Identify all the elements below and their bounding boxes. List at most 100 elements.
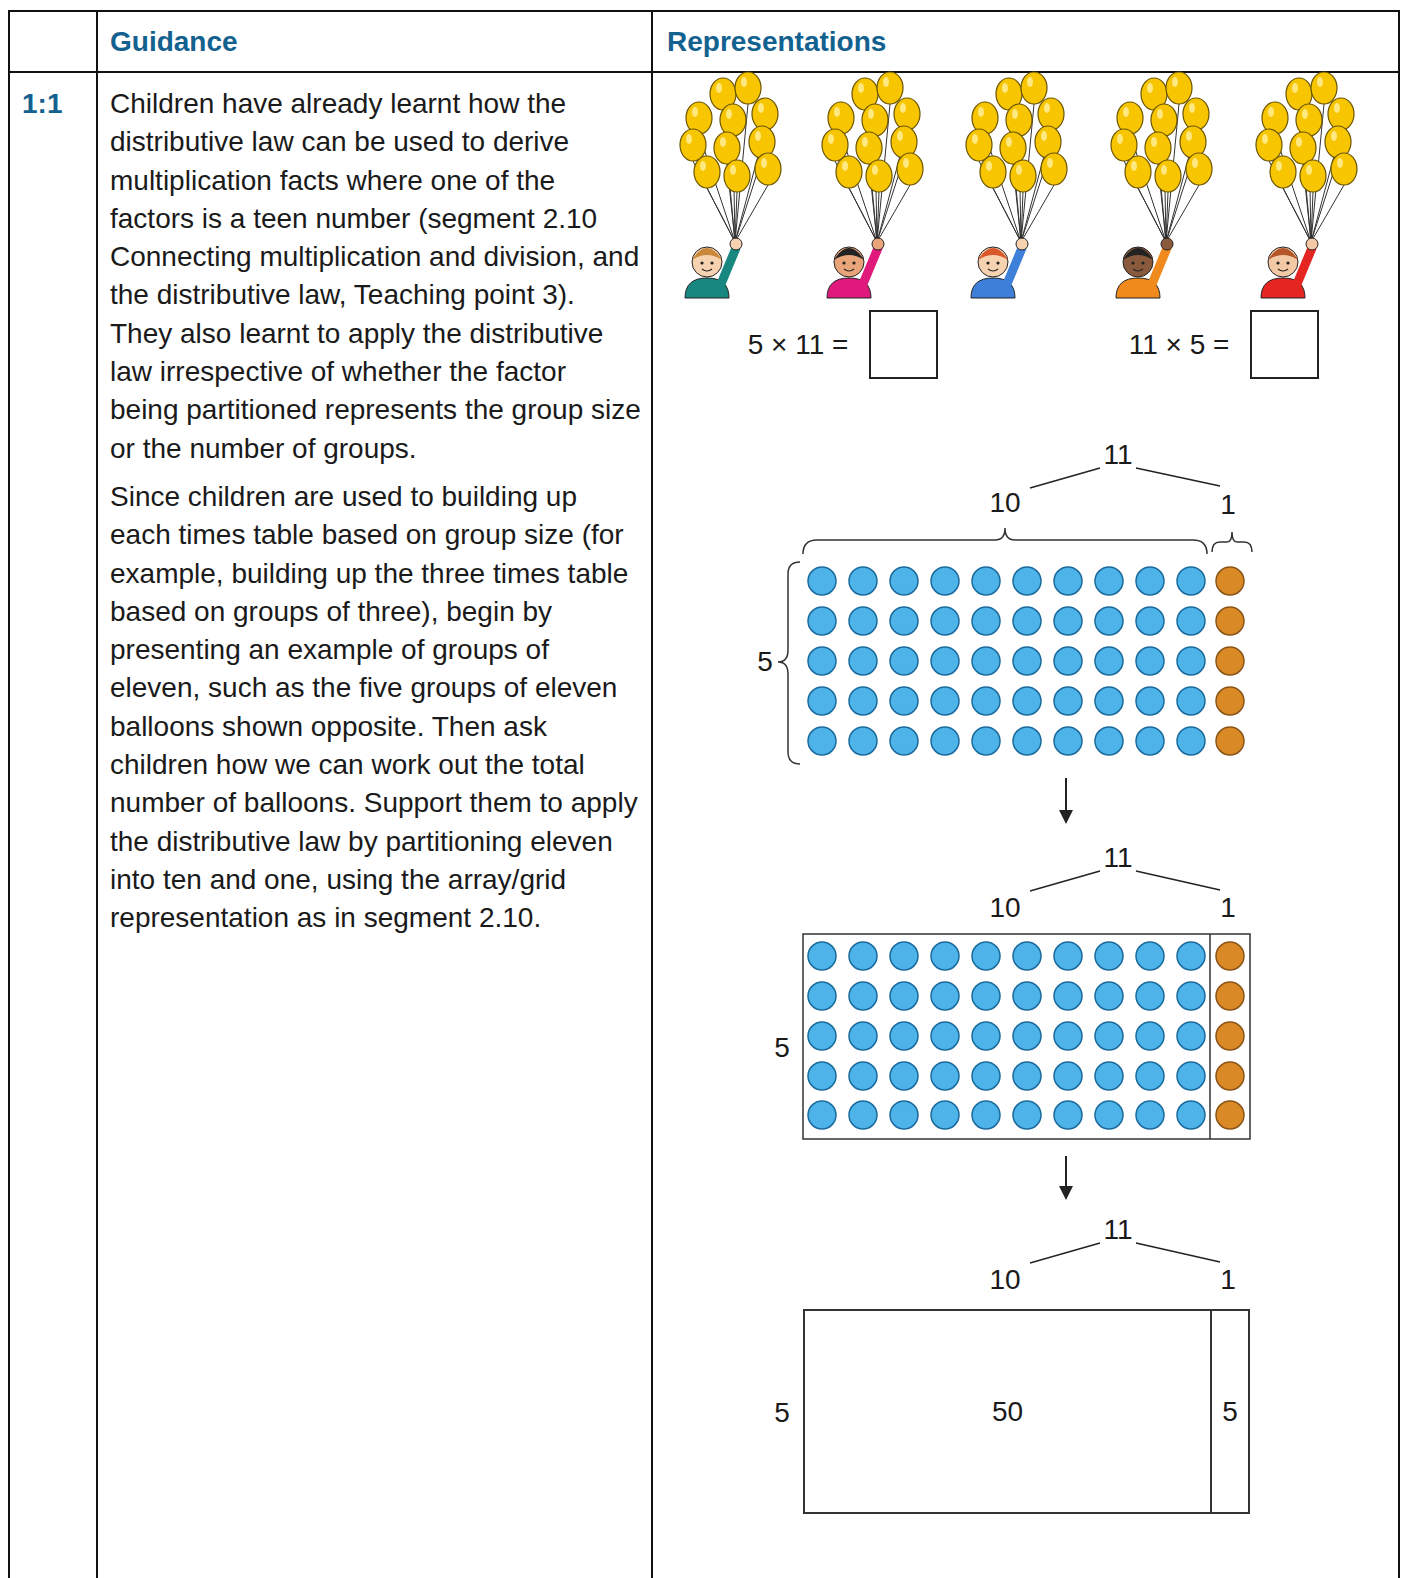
blue-counter <box>1054 1101 1082 1129</box>
top-brace <box>803 528 1207 554</box>
grid-outline <box>803 934 1250 1139</box>
blue-counter <box>890 647 918 675</box>
blue-counter <box>1054 567 1082 595</box>
balloon-shine <box>978 107 984 117</box>
blue-counter <box>849 1022 877 1050</box>
part-number: 10 <box>989 1264 1020 1296</box>
balloon-shine <box>828 134 834 144</box>
child-eye <box>1141 261 1144 264</box>
balloon-shine <box>972 134 978 144</box>
grid-frame <box>803 934 1250 1139</box>
blue-counter <box>849 607 877 635</box>
blue-counter <box>1136 727 1164 755</box>
balloon-string <box>707 188 735 242</box>
balloon <box>966 129 992 161</box>
child-eye <box>710 261 713 264</box>
balloon-shine <box>730 165 736 175</box>
balloon <box>862 104 888 136</box>
table-grid <box>8 10 1400 1578</box>
balloon-shine <box>903 158 909 168</box>
blue-counter <box>931 727 959 755</box>
blue-counter <box>849 567 877 595</box>
balloon <box>1041 153 1067 185</box>
balloon-shine <box>842 161 848 171</box>
orange-counter <box>1216 1101 1244 1129</box>
balloon <box>894 98 920 130</box>
orange-counter <box>1216 567 1244 595</box>
blue-counter <box>1054 727 1082 755</box>
area-part-box: 50 <box>803 1309 1212 1514</box>
blue-counter <box>849 647 877 675</box>
balloon-string <box>1283 188 1311 242</box>
blue-counter <box>972 687 1000 715</box>
balloon-shine <box>868 109 874 119</box>
table-line <box>1398 10 1400 1578</box>
blue-counter <box>1095 567 1123 595</box>
child-hand <box>1306 238 1318 250</box>
child-head <box>978 247 1008 277</box>
child-with-balloons <box>966 72 1067 298</box>
balloon-shine <box>1172 77 1178 87</box>
part-number: 1 <box>1220 892 1236 924</box>
child-hand <box>730 238 742 250</box>
blue-counter <box>1177 687 1205 715</box>
balloon-shine <box>761 158 767 168</box>
part-whole-line <box>1136 1243 1220 1262</box>
balloon-string <box>993 188 1021 242</box>
blue-counter <box>1095 942 1123 970</box>
blue-counter <box>1136 647 1164 675</box>
balloon-shine <box>1027 77 1033 87</box>
balloon <box>1006 104 1032 136</box>
balloon <box>1183 98 1209 130</box>
balloon-shine <box>1192 158 1198 168</box>
balloon-shine <box>716 83 722 93</box>
balloon <box>856 132 882 164</box>
child-arm <box>721 248 736 284</box>
part-whole-line <box>1030 1243 1100 1263</box>
part-number: 10 <box>989 892 1020 924</box>
balloon <box>980 156 1006 188</box>
balloon-illustration <box>680 72 1357 298</box>
orange-counter <box>1216 942 1244 970</box>
blue-counter <box>849 727 877 755</box>
balloon <box>1145 132 1171 164</box>
guidance-text: Children have already learnt how the dis… <box>110 85 642 938</box>
blue-counter <box>931 982 959 1010</box>
guidance-paragraph: Children have already learnt how the dis… <box>110 85 642 468</box>
balloon-shine <box>1161 165 1167 175</box>
blue-counter <box>808 1022 836 1050</box>
child-arm <box>863 248 878 284</box>
area-value: 50 <box>992 1396 1023 1428</box>
balloon-shine <box>1006 137 1012 147</box>
part-whole-line <box>1136 468 1220 486</box>
guidance-paragraph: Since children are used to building up e… <box>110 478 642 938</box>
balloon-shine <box>1189 103 1195 113</box>
balloon-shine <box>1292 83 1298 93</box>
blue-counter <box>931 1062 959 1090</box>
table-line <box>651 10 653 1578</box>
balloon <box>1125 156 1151 188</box>
child-smile <box>1133 269 1143 271</box>
balloon-shine <box>686 134 692 144</box>
balloon-string <box>1311 185 1344 242</box>
child-head <box>1268 247 1298 277</box>
blue-counter <box>1054 942 1082 970</box>
balloon-shine <box>1131 161 1137 171</box>
balloon-shine <box>1041 131 1047 141</box>
blue-counter <box>1013 982 1041 1010</box>
balloon-string <box>877 185 910 242</box>
part-whole-lines <box>1030 468 1220 1263</box>
balloon <box>1151 104 1177 136</box>
answer-box <box>1251 311 1318 378</box>
balloon <box>752 98 778 130</box>
child-hair <box>1123 248 1153 260</box>
balloon-shine <box>862 137 868 147</box>
balloon <box>1000 132 1026 164</box>
balloon <box>1311 72 1337 104</box>
table-line <box>8 10 10 1578</box>
child-eye <box>842 261 845 264</box>
column-header-text: Representations <box>667 24 1367 60</box>
child-with-balloons <box>1111 72 1212 298</box>
blue-counter <box>1013 1101 1041 1129</box>
balloon-shine <box>1262 134 1268 144</box>
